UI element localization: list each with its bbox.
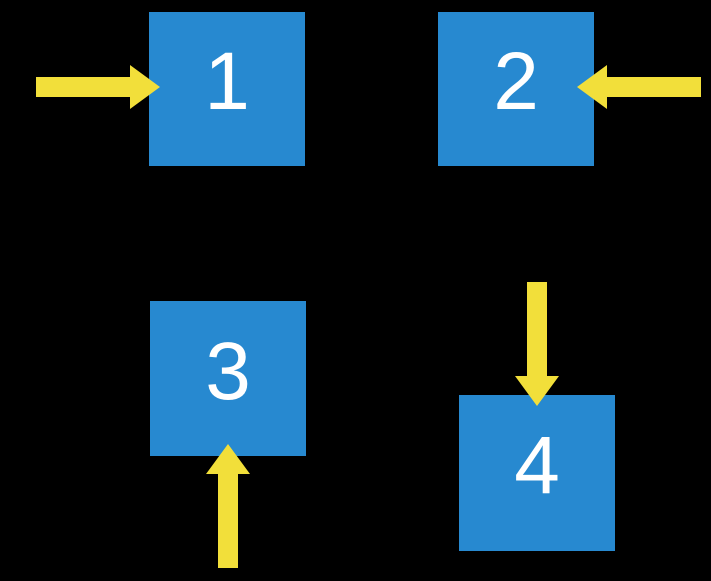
arrow-up-shape xyxy=(206,444,250,568)
box-3-label: 3 xyxy=(205,325,251,417)
arrow-up-icon xyxy=(206,444,250,568)
box-2: 2 xyxy=(438,12,594,166)
box-4: 4 xyxy=(459,395,615,551)
arrow-down-icon xyxy=(515,282,559,406)
box-1: 1 xyxy=(149,12,305,166)
arrow-right-shape xyxy=(36,65,160,109)
arrow-right-icon xyxy=(36,65,160,109)
box-3: 3 xyxy=(150,301,306,456)
box-1-label: 1 xyxy=(204,36,250,127)
arrow-left-shape xyxy=(577,65,701,109)
arrow-left-icon xyxy=(577,65,701,109)
box-4-label: 4 xyxy=(514,420,560,511)
box-2-label: 2 xyxy=(493,36,539,127)
arrow-down-shape xyxy=(515,282,559,406)
